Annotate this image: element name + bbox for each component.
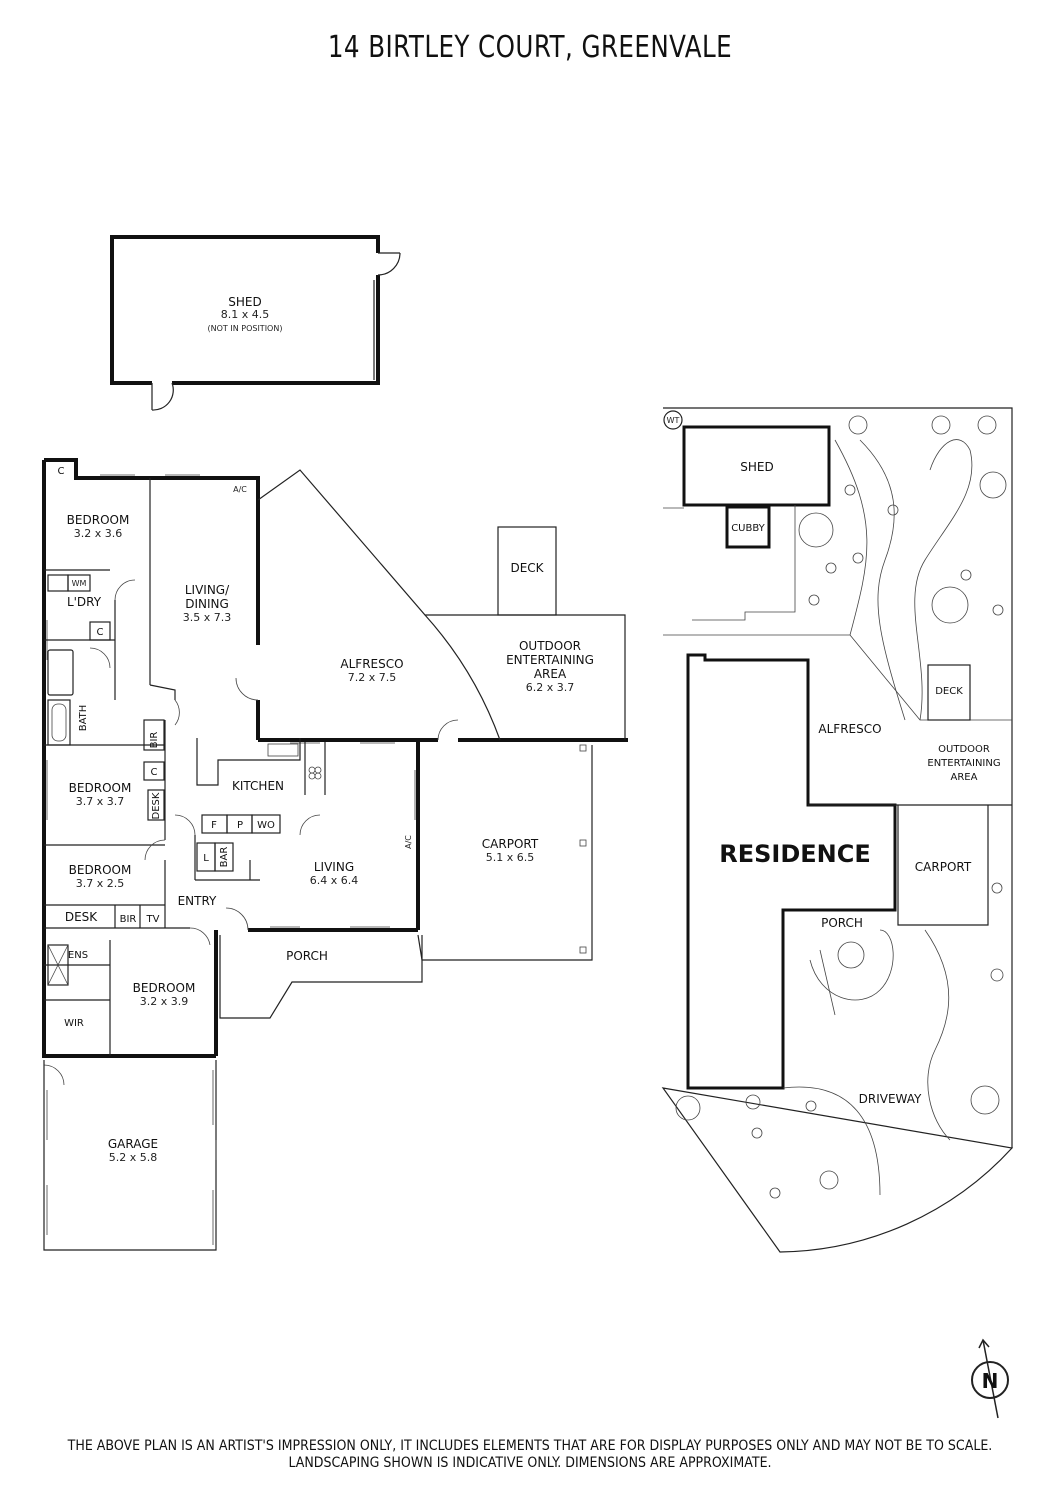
carport-label: CARPORT bbox=[482, 837, 539, 851]
main-floorplan: C BEDROOM 3.2 x 3.6 A/C LIVING/ DINING 3… bbox=[42, 458, 628, 1251]
closet-label-2: C bbox=[97, 627, 104, 638]
site-outdoor-label-3: AREA bbox=[951, 772, 978, 783]
page-title: 14 BIRTLEY COURT, GREENVALE bbox=[327, 30, 733, 65]
bedroom3-dims: 3.7 x 2.5 bbox=[76, 877, 125, 890]
carport-dims: 5.1 x 6.5 bbox=[486, 851, 535, 864]
wir-label: WIR bbox=[64, 1018, 84, 1029]
site-carport-label: CARPORT bbox=[915, 860, 972, 874]
site-outdoor-label: OUTDOOR bbox=[938, 744, 990, 755]
outdoor-label-2: ENTERTAINING bbox=[506, 653, 594, 667]
bedroom2-dims: 3.7 x 3.7 bbox=[76, 795, 125, 808]
site-shed-label: SHED bbox=[740, 460, 773, 474]
outdoor-dims: 6.2 x 3.7 bbox=[526, 681, 575, 694]
alfresco-dims: 7.2 x 7.5 bbox=[348, 671, 397, 684]
living-dims: 6.4 x 6.4 bbox=[310, 874, 359, 887]
water-tank-label: WT bbox=[667, 416, 680, 425]
bedroom2-label: BEDROOM bbox=[69, 781, 132, 795]
desk-label-2: DESK bbox=[65, 910, 98, 924]
desk-label: DESK bbox=[151, 792, 162, 819]
north-arrow: N bbox=[971, 1338, 1009, 1419]
north-label: N bbox=[982, 1369, 999, 1393]
bedroom4-dims: 3.2 x 3.9 bbox=[140, 995, 189, 1008]
residence-label: RESIDENCE bbox=[719, 840, 871, 868]
shed-note: (NOT IN POSITION) bbox=[208, 324, 283, 333]
bedroom4-label: BEDROOM bbox=[133, 981, 196, 995]
bedroom1-dims: 3.2 x 3.6 bbox=[74, 527, 123, 540]
closet-label-3: C bbox=[151, 767, 158, 778]
wall-oven-label: WO bbox=[257, 820, 275, 831]
living-dining-label-2: DINING bbox=[185, 597, 229, 611]
washing-machine-label: WM bbox=[72, 579, 87, 588]
garage-label: GARAGE bbox=[108, 1137, 158, 1151]
site-porch-label: PORCH bbox=[821, 916, 863, 930]
bir-label: BIR bbox=[149, 732, 160, 749]
pantry-label: P bbox=[237, 820, 243, 831]
bedroom3-label: BEDROOM bbox=[69, 863, 132, 877]
living-dining-dims: 3.5 x 7.3 bbox=[183, 611, 232, 624]
shed-dims: 8.1 x 4.5 bbox=[221, 308, 270, 321]
shed-building: SHED 8.1 x 4.5 (NOT IN POSITION) bbox=[110, 235, 401, 411]
alfresco-label: ALFRESCO bbox=[340, 657, 403, 671]
disclaimer-line-2: LANDSCAPING SHOWN IS INDICATIVE ONLY. DI… bbox=[288, 1455, 772, 1471]
driveway-label: DRIVEWAY bbox=[859, 1092, 922, 1106]
site-alfresco-label: ALFRESCO bbox=[818, 722, 881, 736]
ac-label-2: A/C bbox=[404, 835, 413, 849]
bar-label: BAR bbox=[219, 847, 230, 868]
kitchen-label: KITCHEN bbox=[232, 779, 284, 793]
deck-label: DECK bbox=[510, 561, 544, 575]
l-label: L bbox=[203, 853, 209, 864]
ac-label: A/C bbox=[233, 485, 247, 494]
entry-label: ENTRY bbox=[178, 894, 217, 908]
disclaimer-line-1: THE ABOVE PLAN IS AN ARTIST'S IMPRESSION… bbox=[67, 1438, 993, 1454]
living-dining-label: LIVING/ bbox=[185, 583, 230, 597]
disclaimer: THE ABOVE PLAN IS AN ARTIST'S IMPRESSION… bbox=[0, 1438, 1060, 1472]
tv-label: TV bbox=[146, 914, 160, 925]
living-label: LIVING bbox=[314, 860, 354, 874]
laundry-label: L'DRY bbox=[67, 595, 102, 609]
porch-label: PORCH bbox=[286, 949, 328, 963]
ensuite-label: ENS bbox=[68, 950, 88, 961]
bir-label-2: BIR bbox=[120, 914, 137, 925]
fridge-label: F bbox=[211, 820, 217, 831]
cubby-label: CUBBY bbox=[731, 523, 765, 534]
site-plan: WT SHED CUBBY DECK RESIDENCE ALFRESCO OU… bbox=[661, 407, 1014, 1253]
site-deck-label: DECK bbox=[935, 686, 963, 697]
outdoor-label-3: AREA bbox=[534, 667, 567, 681]
shed-label: SHED bbox=[228, 295, 261, 309]
closet-label: C bbox=[58, 466, 65, 477]
site-outdoor-label-2: ENTERTAINING bbox=[927, 758, 1000, 769]
bedroom1-label: BEDROOM bbox=[67, 513, 130, 527]
garage-dims: 5.2 x 5.8 bbox=[109, 1151, 158, 1164]
outdoor-label: OUTDOOR bbox=[519, 639, 581, 653]
bath-label: BATH bbox=[78, 705, 89, 732]
